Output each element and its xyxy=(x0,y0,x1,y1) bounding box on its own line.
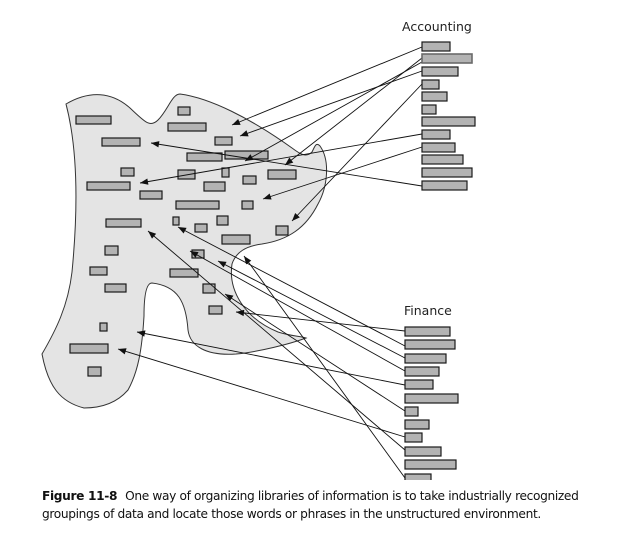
arrowhead-icon xyxy=(151,141,160,148)
mapping-arrow-line xyxy=(291,83,423,222)
arrowhead-icon xyxy=(245,154,254,161)
unstructured-term-box xyxy=(104,245,119,256)
finance-term-box xyxy=(404,473,432,480)
unstructured-term-box xyxy=(214,136,233,146)
unstructured-term-box xyxy=(86,181,131,191)
finance-term-box xyxy=(404,326,451,337)
accounting-term-box xyxy=(421,104,437,115)
unstructured-term-box xyxy=(167,122,207,132)
unstructured-term-box xyxy=(216,215,229,226)
finance-term-box xyxy=(404,432,423,443)
unstructured-term-box xyxy=(221,234,251,245)
library-mapping-diagram: Accounting Finance xyxy=(41,19,476,480)
accounting-term-box xyxy=(421,116,476,127)
unstructured-term-box xyxy=(175,200,220,210)
accounting-term-box xyxy=(421,180,468,191)
unstructured-term-box xyxy=(221,167,230,178)
arrowhead-icon xyxy=(232,119,241,125)
finance-term-box xyxy=(404,366,440,377)
caption-text: One way of organizing libraries of infor… xyxy=(42,489,579,521)
arrowhead-icon xyxy=(137,330,146,337)
arrowhead-icon xyxy=(240,130,249,137)
unstructured-term-box xyxy=(172,216,180,226)
mapping-arrow-line xyxy=(117,348,406,438)
mapping-arrow-line xyxy=(239,70,423,137)
mapping-arrow-line xyxy=(244,61,423,162)
unstructured-environment-blob xyxy=(41,93,327,409)
unstructured-term-box xyxy=(202,283,216,294)
mapping-arrow-line xyxy=(189,250,406,372)
finance-term-box xyxy=(404,339,456,350)
unstructured-term-box xyxy=(87,366,102,377)
arrowhead-icon xyxy=(118,348,127,355)
finance-term-box xyxy=(404,393,459,404)
arrowhead-icon xyxy=(218,261,227,268)
mapping-arrow-line xyxy=(139,133,423,184)
mapping-arrow-line xyxy=(150,142,423,187)
arrowhead-icon xyxy=(292,212,300,221)
unstructured-term-box xyxy=(120,167,135,177)
unstructured-term-box xyxy=(191,249,205,259)
mapping-arrow-line xyxy=(147,230,406,451)
accounting-term-box xyxy=(421,129,451,140)
finance-term-box xyxy=(404,446,442,457)
unstructured-term-box xyxy=(169,268,199,278)
mapping-arrows xyxy=(117,46,423,479)
unstructured-term-box xyxy=(275,225,289,236)
finance-term-box xyxy=(404,353,447,364)
mapping-arrow-line xyxy=(231,46,423,126)
arrowhead-icon xyxy=(263,193,272,200)
unstructured-term-box xyxy=(105,218,142,228)
unstructured-terms xyxy=(69,106,297,377)
mapping-arrow-line xyxy=(217,260,406,359)
accounting-term-box xyxy=(421,167,473,178)
accounting-term-box xyxy=(421,66,459,77)
unstructured-term-box xyxy=(177,106,191,116)
unstructured-term-box xyxy=(104,283,127,293)
finance-term-box xyxy=(404,419,430,430)
accounting-group-label: Accounting xyxy=(402,19,472,34)
arrowhead-icon xyxy=(225,294,234,302)
mapping-arrow-line xyxy=(243,255,406,479)
finance-group-label: Finance xyxy=(404,303,452,318)
accounting-term-box xyxy=(421,41,451,52)
arrowhead-icon xyxy=(190,251,199,258)
mapping-arrow-line xyxy=(235,311,406,332)
accounting-term-box xyxy=(421,154,464,165)
unstructured-term-box xyxy=(89,266,108,276)
finance-term-box xyxy=(404,406,419,417)
unstructured-term-box xyxy=(101,137,141,147)
unstructured-term-box xyxy=(186,152,223,162)
mapping-arrow-line xyxy=(136,331,406,386)
finance-term-box xyxy=(404,459,457,470)
accounting-terms xyxy=(421,41,476,191)
accounting-term-box xyxy=(421,53,473,64)
unstructured-term-box xyxy=(75,115,112,125)
accounting-term-box xyxy=(421,79,440,90)
mapping-arrow-line xyxy=(177,226,406,347)
arrowhead-icon xyxy=(140,178,149,185)
arrowhead-icon xyxy=(285,157,294,165)
mapping-arrow-line xyxy=(284,57,423,166)
unstructured-term-box xyxy=(139,190,163,200)
finance-terms xyxy=(404,326,459,480)
unstructured-term-box xyxy=(99,322,108,332)
arrowhead-icon xyxy=(148,231,157,239)
mapping-arrow-line xyxy=(224,293,406,412)
arrowhead-icon xyxy=(178,227,187,234)
unstructured-term-box xyxy=(69,343,109,354)
unstructured-term-box xyxy=(267,169,297,180)
unstructured-term-box xyxy=(203,181,226,192)
unstructured-term-box xyxy=(194,223,208,233)
unstructured-term-box xyxy=(242,175,257,185)
accounting-term-box xyxy=(421,91,448,102)
figure-label: Figure 11-8 xyxy=(42,489,118,503)
unstructured-term-box xyxy=(208,305,223,315)
finance-term-box xyxy=(404,379,434,390)
unstructured-term-box xyxy=(241,200,254,210)
accounting-term-box xyxy=(421,142,456,153)
